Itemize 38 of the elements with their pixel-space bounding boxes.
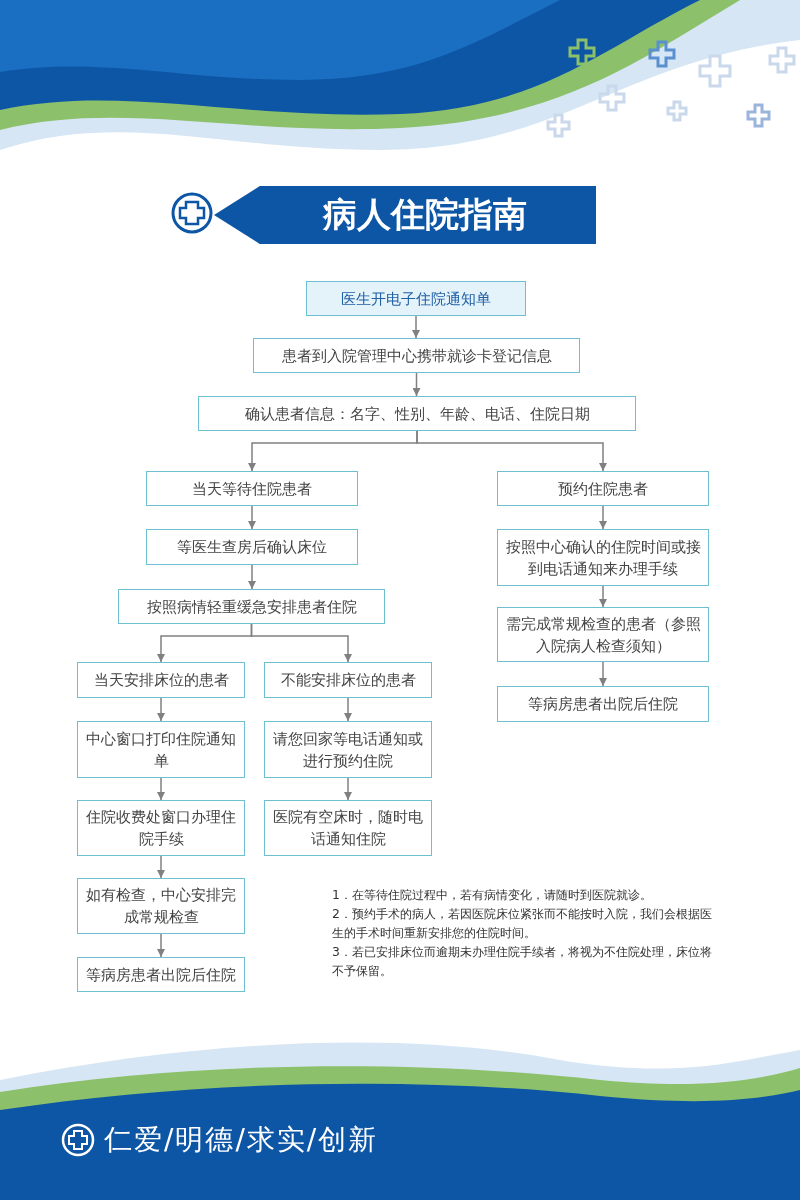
process-box: 中心窗口打印住院通知单 [77,721,245,778]
process-box: 等医生查房后确认床位 [146,529,358,565]
note-text: 3．若已安排床位而逾期未办理住院手续者，将视为不住院处理，床位将不予保留。 [332,943,713,980]
process-box: 当天等待住院患者 [146,471,358,506]
process-box: 不能安排床位的患者 [264,662,432,698]
process-box: 住院收费处窗口办理住院手续 [77,800,245,856]
process-box: 等病房患者出院后住院 [77,957,245,992]
arrow [248,564,256,590]
process-box: 请您回家等电话通知或进行预约住院 [264,721,432,778]
arrow [157,933,165,958]
process-box: 医院有空床时，随时电话通知住院 [264,800,432,856]
arrow [157,697,165,722]
note-text: 2．预约手术的病人，若因医院床位紧张而不能按时入院，我们会根据医生的手术时间重新安排您的住院时间。 [332,905,713,942]
process-box: 按照中心确认的住院时间或接到电话通知来办理手续 [497,529,709,586]
process-box: 按照病情轻重缓急安排患者住院 [118,589,385,624]
arrow [157,855,165,879]
process-box: 等病房患者出院后住院 [497,686,709,722]
arrow [248,505,256,530]
arrow [599,505,607,530]
process-box: 医生开电子住院通知单 [306,281,526,316]
arrow [599,585,607,608]
arrow [416,430,607,472]
process-box: 如有检查，中心安排完成常规检查 [77,878,245,934]
process-box: 需完成常规检查的患者（参照入院病人检查须知） [497,607,709,662]
arrow [344,697,352,722]
process-box: 患者到入院管理中心携带就诊卡登记信息 [253,338,580,373]
arrow [412,315,420,339]
process-box: 当天安排床位的患者 [77,662,245,698]
arrow [250,623,352,663]
slogan: 仁爱/明德/求实/创新 [104,1122,379,1158]
title-banner: 病人住院指南 [214,186,596,244]
arrow [599,661,607,687]
arrow [157,777,165,801]
arrow [344,777,352,801]
arrow [412,372,421,397]
process-box: 确认患者信息：名字、性别、年龄、电话、住院日期 [198,396,636,431]
note-text: 1．在等待住院过程中，若有病情变化，请随时到医院就诊。 [332,886,653,904]
process-box: 预约住院患者 [497,471,709,506]
